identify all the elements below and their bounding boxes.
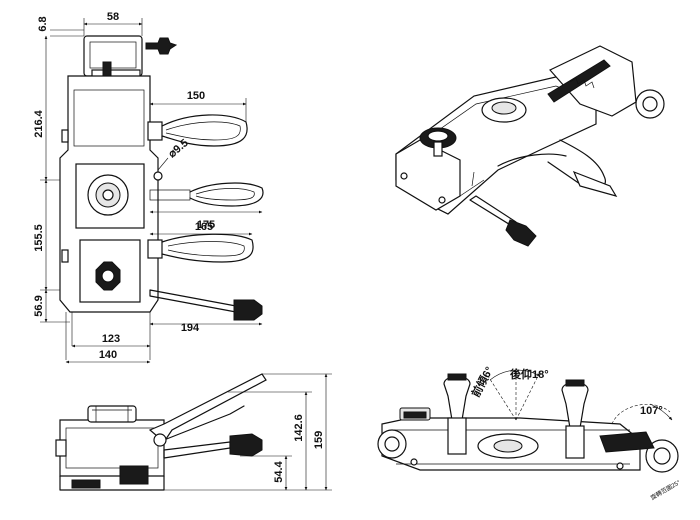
dim-175: 175 xyxy=(197,219,215,231)
dim-58: 58 xyxy=(107,11,119,23)
side-view-dimensions: 159 142.6 54.4 xyxy=(164,373,332,491)
side-lever xyxy=(148,373,267,443)
upper-knob xyxy=(145,37,178,55)
dim-56-9: 56.9 xyxy=(33,295,45,316)
dim-54-4: 54.4 xyxy=(273,460,285,482)
dim-140: 140 xyxy=(99,349,117,361)
dim-9-5: ⌀9.5 xyxy=(166,137,191,160)
front-left-paddle xyxy=(443,375,471,421)
iso-lever-arm xyxy=(497,153,567,167)
label-rotate-range: 旋轉范圍25° xyxy=(649,478,682,502)
upper-lever xyxy=(161,114,248,147)
upper-lever-socket xyxy=(147,121,163,141)
isometric-view xyxy=(395,45,665,247)
dim-216-4: 216.4 xyxy=(33,109,45,137)
dim-165: 165 xyxy=(195,221,213,233)
iso-gas-knob xyxy=(505,219,537,247)
dim-123: 123 xyxy=(102,333,120,345)
top-view xyxy=(59,35,264,321)
dim-159: 159 xyxy=(313,431,325,449)
iso-spring-strap xyxy=(547,59,611,103)
front-view xyxy=(377,368,679,473)
side-rod-knob xyxy=(229,433,263,457)
gas-rod-knob xyxy=(233,299,263,321)
mid-lever xyxy=(189,182,264,207)
label-back-tilt: 後仰18° xyxy=(510,367,549,381)
dim-150: 150 xyxy=(187,90,205,102)
label-angle-107: 107° xyxy=(640,405,663,417)
mount-hole xyxy=(153,171,163,181)
gas-rod xyxy=(149,289,237,313)
dim-6-8: 6.8 xyxy=(37,16,49,31)
dim-142-6: 142.6 xyxy=(293,414,305,442)
lower-lever xyxy=(161,233,254,263)
side-view xyxy=(55,373,267,491)
lower-lever-socket xyxy=(147,239,163,259)
dim-194: 194 xyxy=(181,322,200,334)
dim-155-5: 155.5 xyxy=(33,224,45,252)
side-rod xyxy=(163,441,231,459)
